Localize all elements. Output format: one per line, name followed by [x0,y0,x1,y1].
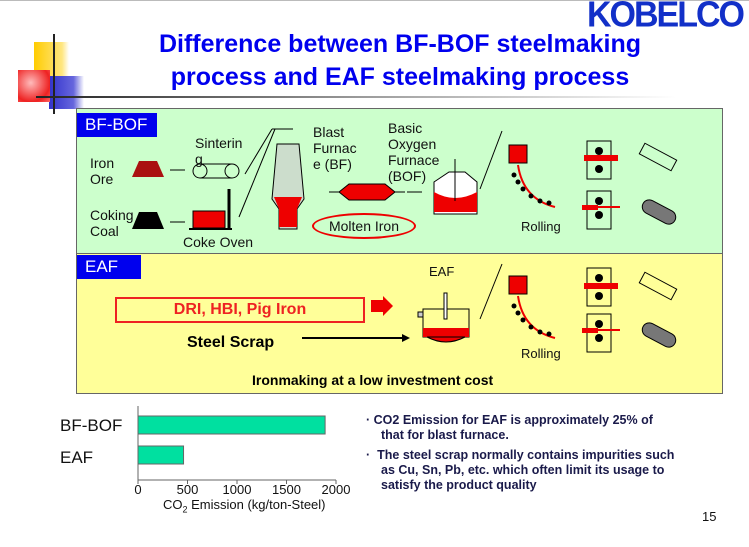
iron-ore-icon [132,161,164,177]
horizontal-rule [36,96,676,98]
steel-scrap-label: Steel Scrap [187,334,275,351]
vertical-rule [53,34,55,114]
rolling-mill-icon [582,140,620,230]
eaf-tag: EAF [77,255,141,279]
note-2: · The steel scrap normally contains impu… [366,448,674,493]
coke-oven-label: Coke Oven [183,234,254,250]
title-line-1: Difference between BF-BOF steelmaking [158,30,642,58]
x-axis-label: CO2 Emission (kg/ton-Steel) [163,497,326,515]
coking-coal-label: Coking Coal [90,207,134,239]
sintering-machine-icon [192,163,240,179]
black-arrow-icon [302,334,410,342]
note-1-line-2: that for blast furnace. [381,428,509,442]
x-axis-label-post: Emission (kg/ton-Steel) [187,497,326,512]
continuous-caster-icon [479,130,556,208]
continuous-caster-icon [479,263,556,339]
bfbof-tag: BF-BOF [77,113,157,137]
eaf-caption: Ironmaking at a low investment cost [252,372,494,388]
blast-furnace-label: Blast Furnac e (BF) [313,124,357,172]
x-axis-label-sub: 2 [182,504,188,515]
bfbof-rolling-label: Rolling [521,219,561,234]
category-label-bfbof: BF-BOF [60,416,123,435]
bof-vessel-icon [433,159,478,215]
coking-coal-icon [132,212,164,229]
coke-oven-icon [189,189,232,230]
bar-eaf [137,445,185,465]
sintering-label: Sinterin g [195,135,243,167]
bfbof-process-diagram [132,128,678,230]
co2-bar-chart [137,406,337,484]
iron-ore-label: Iron Ore [90,155,115,187]
blast-furnace-icon [271,143,305,230]
plate-icon [638,271,678,301]
bullet: · [366,413,371,427]
page-number: 15 [702,509,717,524]
note-1-line-1: CO2 Emission for EAF is approximately 25… [373,413,653,427]
note-2-line-2: as Cu, Sn, Pb, etc. which often limit it… [381,463,665,477]
title-line-2: process and EAF steelmaking process [170,63,630,91]
x-tick-label: 2000 [321,482,351,497]
eaf-process-diagram [302,263,678,353]
page-title: Difference between BF-BOF steelmaking pr… [100,28,700,94]
eaf-furnace-label: EAF [429,264,455,279]
category-label-eaf: EAF [60,448,94,467]
x-axis-label-pre: CO [163,497,183,512]
coil-icon [641,199,677,225]
red-arrow-icon [371,296,393,316]
coil-icon [641,322,677,348]
x-tick-label: 1000 [222,482,252,497]
molten-iron-label: Molten Iron [312,213,416,239]
plate-icon [638,142,678,172]
x-tick-label: 500 [176,482,199,497]
bullet: · [366,448,371,462]
bof-label: Basic Oxygen Furnace (BOF) [388,120,440,184]
note-1: · CO2 Emission for EAF is approximately … [366,413,653,443]
top-border [0,0,749,1]
bfbof-panel: BF-BOF Iron Ore Coking Coal Sinterin g C… [76,108,723,255]
torpedo-car-icon [329,183,405,201]
bar-bf-bof [137,415,326,435]
rolling-mill-icon [582,267,620,353]
note-2-line-1: The steel scrap normally contains impuri… [377,448,675,462]
electric-arc-furnace-icon [417,292,470,343]
note-2-line-3: satisfy the product quality [381,478,537,492]
dri-hbi-pig-iron-box: DRI, HBI, Pig Iron [115,297,365,323]
arrow-icon [170,169,185,223]
x-tick-label: 1500 [272,482,301,497]
eaf-panel: EAF EAF DRI, HBI, Pig Iron Steel Scrap I… [76,253,723,394]
eaf-rolling-label: Rolling [521,346,561,361]
x-tick-label: 0 [134,482,142,497]
kobelco-logo: KOBELCO [587,0,745,35]
